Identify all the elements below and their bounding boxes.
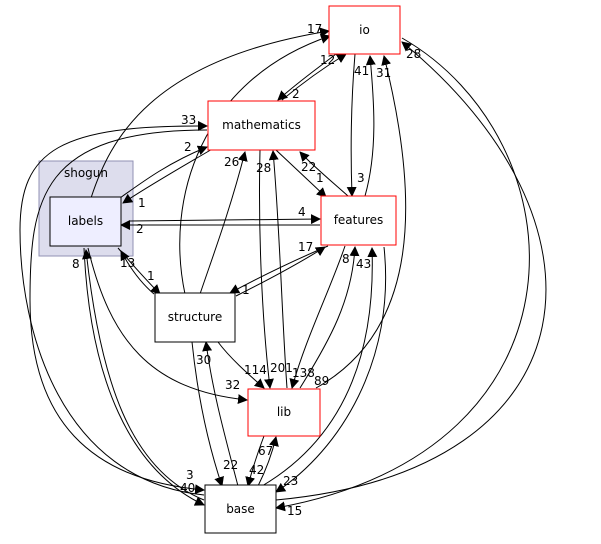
edge-mathematics-to-features [275,149,327,198]
node-lib[interactable]: lib [247,388,321,437]
edge-features-to-io [364,55,376,197]
edge-label: 30 [196,353,211,367]
edge-label: 4 [298,205,306,219]
node-io-label: io [359,23,370,37]
edge-label: 42 [249,463,264,477]
edge-label: 31 [376,66,391,80]
edge-label: 201 [270,361,293,375]
edge-label: 1 [138,196,146,210]
node-mathematics-label: mathematics [222,118,301,132]
edge-mathematics-to-lib [258,149,274,389]
edge-io-to-features [346,53,357,197]
edge-label: 28 [406,47,421,61]
edge-label: 22 [223,458,238,472]
edge-label: 89 [314,374,329,388]
edge-io-to-mathematics [277,53,337,101]
edge-labels-to-io [90,27,330,199]
edge-label: 15 [287,504,302,518]
edge-labels: 17 12 28 2 41 31 33 2 26 28 22 3 1 1 4 2… [72,22,421,518]
edge-structure-to-features [235,246,326,297]
edge-label: 28 [256,161,271,175]
edge-label: 8 [342,252,350,266]
edge-lib-to-features [299,246,360,389]
edge-base-to-lib [257,436,279,487]
edge-label: 1 [242,283,250,297]
edge-io-to-base [275,37,530,512]
edge-structure-to-io [179,34,331,295]
edge-label: 2 [136,222,144,236]
edge-label: 67 [258,444,273,458]
edge-structure-to-labels [120,250,155,295]
edge-structure-to-mathematics [199,151,248,295]
edge-label: 17 [307,22,322,36]
edge-label: 22 [301,160,316,174]
node-features[interactable]: features [320,195,397,246]
node-base-label: base [226,502,255,516]
node-labels[interactable]: labels [49,196,122,247]
node-io[interactable]: io [328,5,401,55]
edge-label: 2 [292,87,300,101]
edge-label: 41 [354,64,369,78]
edge-features-to-lib [289,245,346,389]
node-labels-label: labels [68,214,103,228]
node-structure-label: structure [168,310,222,324]
edge-label: 17 [298,240,313,254]
edge-features-to-mathematics [299,151,349,197]
edge-base-to-io [275,41,547,501]
cluster-label: shogun [64,166,108,180]
edge-labels-to-features [129,214,321,225]
edge-base-to-structure [202,341,239,487]
edge-label: 12 [320,53,335,67]
edge-lib-to-mathematics [268,150,288,389]
node-structure[interactable]: structure [154,292,236,343]
node-features-label: features [334,213,384,227]
node-lib-label: lib [277,405,291,419]
edge-label: 43 [356,257,371,271]
edge-label: 2 [184,140,192,154]
edge-features-to-base [275,246,387,493]
edge-label: 138 [292,366,315,380]
edge-base-to-features [261,247,378,487]
edge-label: 26 [224,155,239,169]
edge-labels-to-mathematics [119,145,208,199]
edge-mathematics-to-base [29,129,208,495]
edge-lib-to-base [245,435,265,487]
edge-structure-to-base [191,341,224,487]
edge-label: 32 [225,378,240,392]
edge-label: 8 [72,257,80,271]
edge-structure-to-lib [217,341,265,389]
edge-base-to-mathematics [19,120,208,496]
edge-label: 13 [120,256,135,270]
edge-label: 23 [283,474,298,488]
edge-mathematics-to-labels [122,147,215,204]
edge-labels-to-lib [87,247,248,405]
edge-label: 3 [186,468,194,482]
node-mathematics[interactable]: mathematics [207,100,316,151]
edge-lib-to-io [315,55,407,389]
edge-labels-to-base [83,247,205,506]
edge-label: 114 [244,363,267,377]
edge-label: 33 [181,113,196,127]
edge-label: 1 [316,171,324,185]
edge-base-to-labels [81,249,205,501]
edge-label: 40 [180,481,195,495]
edge-label: 3 [357,171,365,185]
node-base[interactable]: base [204,484,277,534]
edge-label: 1 [147,269,155,283]
